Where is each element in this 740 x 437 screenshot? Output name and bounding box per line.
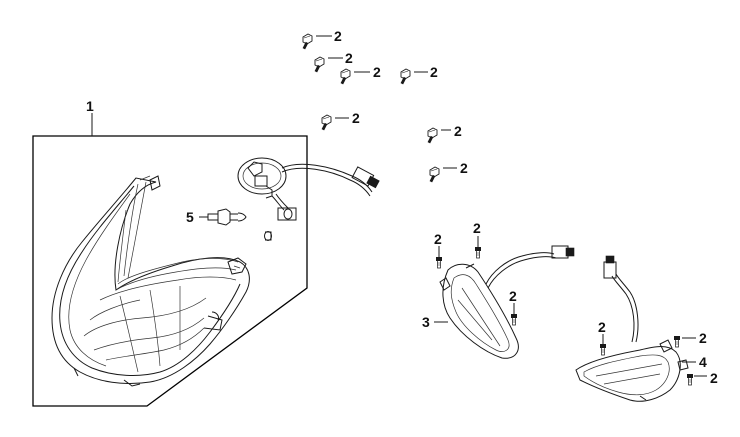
bulb-socket-harness [237, 157, 380, 241]
callout-bolt-1: 2 [334, 28, 342, 44]
left-winker-assembly [575, 255, 689, 402]
callout-bolt-6: 2 [454, 123, 462, 139]
bulb-icon [207, 208, 247, 226]
callout-bolt-5: 2 [352, 110, 360, 126]
leader-lines [91, 35, 707, 377]
callout-bolt-13: 2 [710, 370, 718, 386]
right-winker-assembly [439, 245, 575, 359]
headlight-group-frame [32, 135, 308, 407]
callout-headlight: 1 [86, 98, 94, 114]
callout-bolt-11: 2 [598, 319, 606, 335]
callout-bulb: 5 [186, 209, 194, 225]
headlight-assembly [51, 175, 250, 387]
bolt-icon-6 [427, 127, 438, 144]
callout-bolt-8: 2 [434, 231, 442, 247]
bolt-icon-1 [302, 33, 313, 50]
callout-bolt-2: 2 [345, 50, 353, 66]
screw-icon-9 [474, 246, 482, 259]
callout-bolt-10: 2 [509, 288, 517, 304]
callout-bolt-9: 2 [473, 220, 481, 236]
bolt-icon-3 [340, 68, 351, 85]
bolt-icon-5 [321, 114, 332, 131]
callout-left-winker: 4 [699, 354, 707, 370]
bolt-icon-4 [400, 68, 411, 85]
callout-bolt-7: 2 [460, 160, 468, 176]
screw-icon-12 [673, 335, 681, 348]
callout-bolt-4: 2 [430, 64, 438, 80]
bolt-icon-2 [314, 56, 325, 73]
bolt-icon-7 [429, 166, 440, 183]
screw-icon-13 [686, 373, 694, 386]
screw-icon-8 [435, 256, 443, 269]
screw-icon-10 [510, 313, 518, 326]
callout-bolt-12: 2 [699, 330, 707, 346]
callout-bolt-3: 2 [373, 64, 381, 80]
screw-icon-11 [599, 343, 607, 356]
callout-right-winker: 3 [422, 314, 430, 330]
